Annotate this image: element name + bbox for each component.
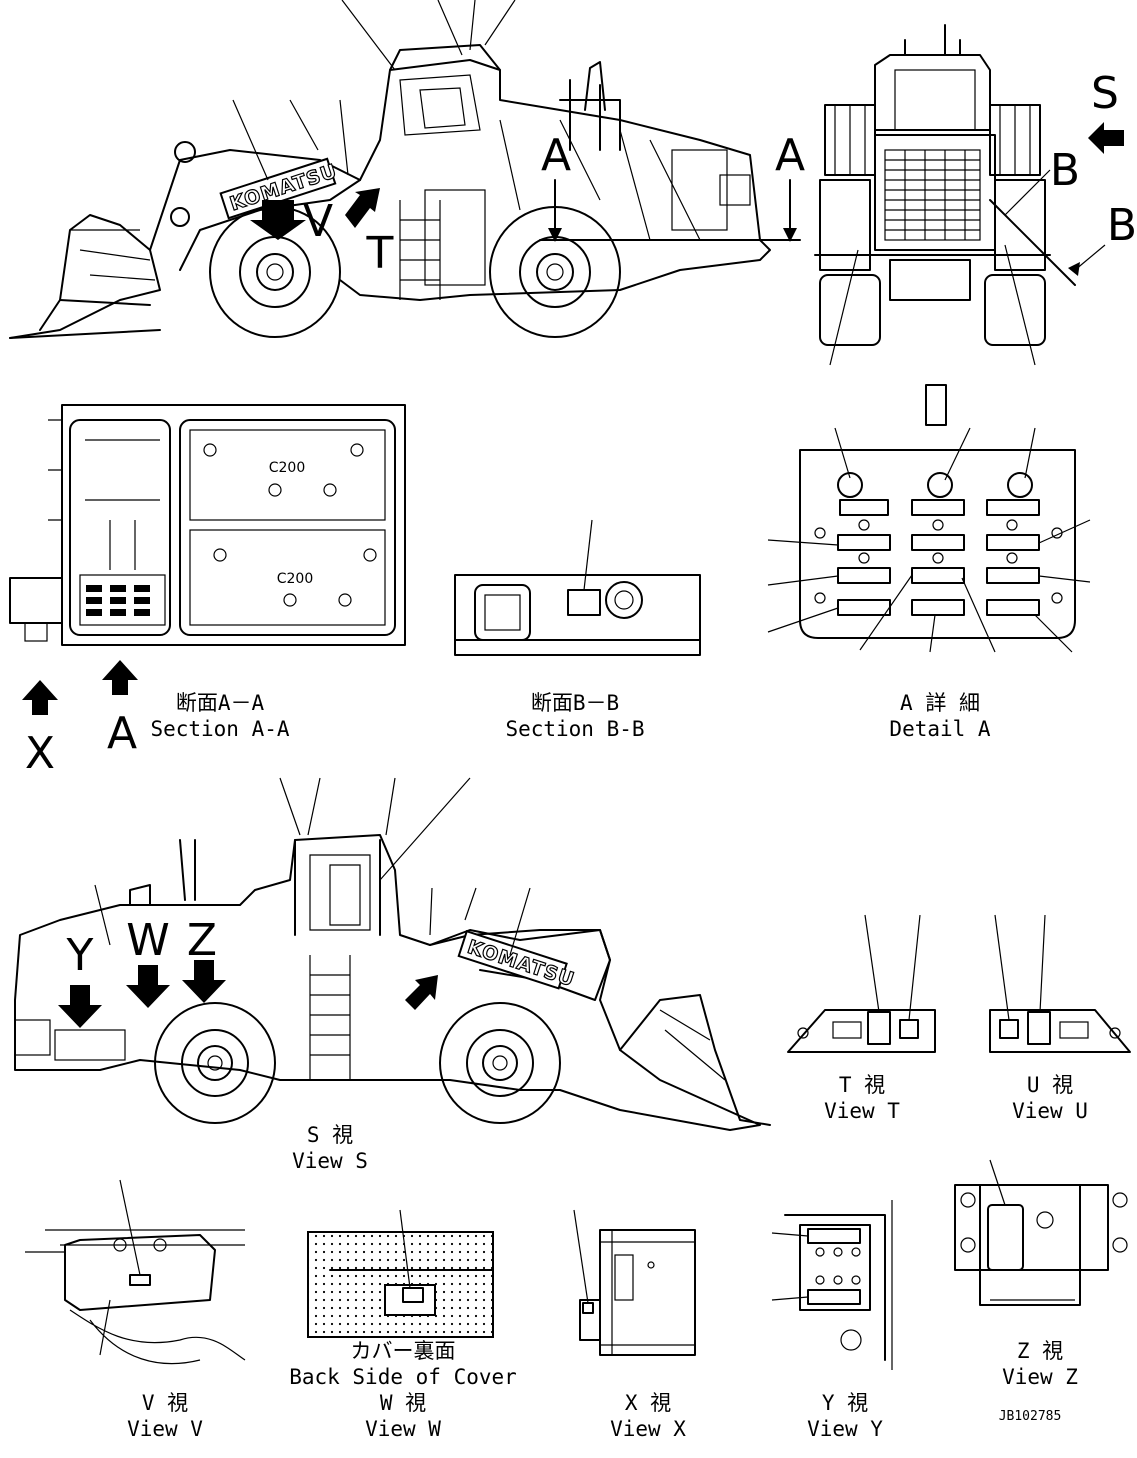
svg-text:View Y: View Y xyxy=(807,1417,883,1441)
label-plate xyxy=(582,1302,594,1314)
svg-text:Back Side of Cover: Back Side of Cover xyxy=(289,1365,517,1389)
svg-text:Section A-A: Section A-A xyxy=(150,717,289,741)
view-s-loader: KOMATSU Y W Z S 視 View S xyxy=(14,777,771,1173)
label-plate xyxy=(567,589,601,616)
view-z: Z 視 View Z xyxy=(954,1159,1128,1389)
view-w: カバー裏面 Back Side of Cover W 視 View W xyxy=(289,1209,517,1441)
svg-text:V 視: V 視 xyxy=(142,1391,188,1415)
svg-text:W: W xyxy=(126,915,170,966)
svg-text:断面B－B: 断面B－B xyxy=(531,691,619,715)
detail-a-labels xyxy=(837,499,1040,616)
label-plate xyxy=(899,1019,919,1039)
label-plate xyxy=(987,1204,1024,1271)
arrow-s-icon xyxy=(1088,122,1124,154)
svg-text:Detail A: Detail A xyxy=(889,717,991,741)
loader-side-view-left: KOMATSU V T A xyxy=(9,0,805,339)
svg-text:Z 視: Z 視 xyxy=(1017,1339,1063,1363)
svg-text:View U: View U xyxy=(1012,1099,1088,1123)
svg-text:A: A xyxy=(775,130,805,181)
svg-text:T: T xyxy=(366,228,394,279)
arrow-z-icon xyxy=(182,960,226,1003)
label-plate xyxy=(402,1287,424,1303)
svg-text:C200: C200 xyxy=(269,460,306,476)
svg-text:カバー裏面: カバー裏面 xyxy=(351,1339,456,1363)
svg-text:C200: C200 xyxy=(277,571,314,587)
svg-text:B: B xyxy=(1050,145,1080,196)
arrow-w-icon xyxy=(126,965,170,1008)
detail-a: A 詳 細 Detail A xyxy=(767,384,1091,741)
arrow-x-icon xyxy=(22,680,58,715)
loader-front-view: S B B xyxy=(814,24,1137,366)
arrow-v-icon xyxy=(250,200,306,240)
svg-text:View Z: View Z xyxy=(1002,1365,1078,1389)
view-t: T 視 View T xyxy=(787,914,936,1123)
svg-text:T 視: T 視 xyxy=(839,1073,885,1097)
svg-text:View S: View S xyxy=(292,1149,368,1173)
arrow-y-icon xyxy=(58,985,102,1028)
svg-text:A: A xyxy=(541,130,571,181)
view-u: U 視 View U xyxy=(989,914,1131,1123)
svg-text:A: A xyxy=(107,708,137,759)
view-x: X 視 View X xyxy=(573,1209,696,1441)
view-v: V 視 View V xyxy=(25,1179,246,1441)
label-plate xyxy=(807,1228,861,1244)
drawing-number: JB102785 xyxy=(999,1409,1062,1424)
section-b-b: 断面B－B Section B-B xyxy=(454,519,701,741)
svg-text:V: V xyxy=(303,196,333,247)
svg-text:Z: Z xyxy=(187,915,217,966)
label-plate xyxy=(999,1019,1019,1039)
svg-text:U 視: U 視 xyxy=(1027,1073,1073,1097)
svg-text:B: B xyxy=(1107,200,1137,251)
svg-text:X 視: X 視 xyxy=(625,1391,671,1415)
arrow-t-icon xyxy=(345,188,380,228)
svg-text:W 視: W 視 xyxy=(380,1391,426,1415)
section-a-a: C200 C200 X A 断面A－A Section A-A xyxy=(9,404,406,779)
label-plate xyxy=(1027,1011,1051,1045)
svg-text:View W: View W xyxy=(365,1417,441,1441)
arrow-u-icon xyxy=(405,975,438,1010)
svg-text:S: S xyxy=(1091,68,1119,119)
svg-text:S 視: S 視 xyxy=(307,1123,353,1147)
svg-text:断面A－A: 断面A－A xyxy=(176,691,265,715)
label-plate xyxy=(807,1289,861,1305)
svg-text:Y: Y xyxy=(66,930,94,981)
svg-text:Y 視: Y 視 xyxy=(822,1391,868,1415)
svg-text:A 詳 細: A 詳 細 xyxy=(900,691,980,715)
svg-text:X: X xyxy=(25,728,55,779)
view-y: Y 視 View Y xyxy=(771,1200,893,1441)
svg-text:View X: View X xyxy=(610,1417,686,1441)
label-plate xyxy=(129,1274,151,1286)
svg-text:Section B-B: Section B-B xyxy=(505,717,644,741)
svg-text:View T: View T xyxy=(824,1099,900,1123)
label-plate xyxy=(867,1011,891,1045)
arrow-a-icon xyxy=(102,660,138,695)
svg-text:View V: View V xyxy=(127,1417,203,1441)
